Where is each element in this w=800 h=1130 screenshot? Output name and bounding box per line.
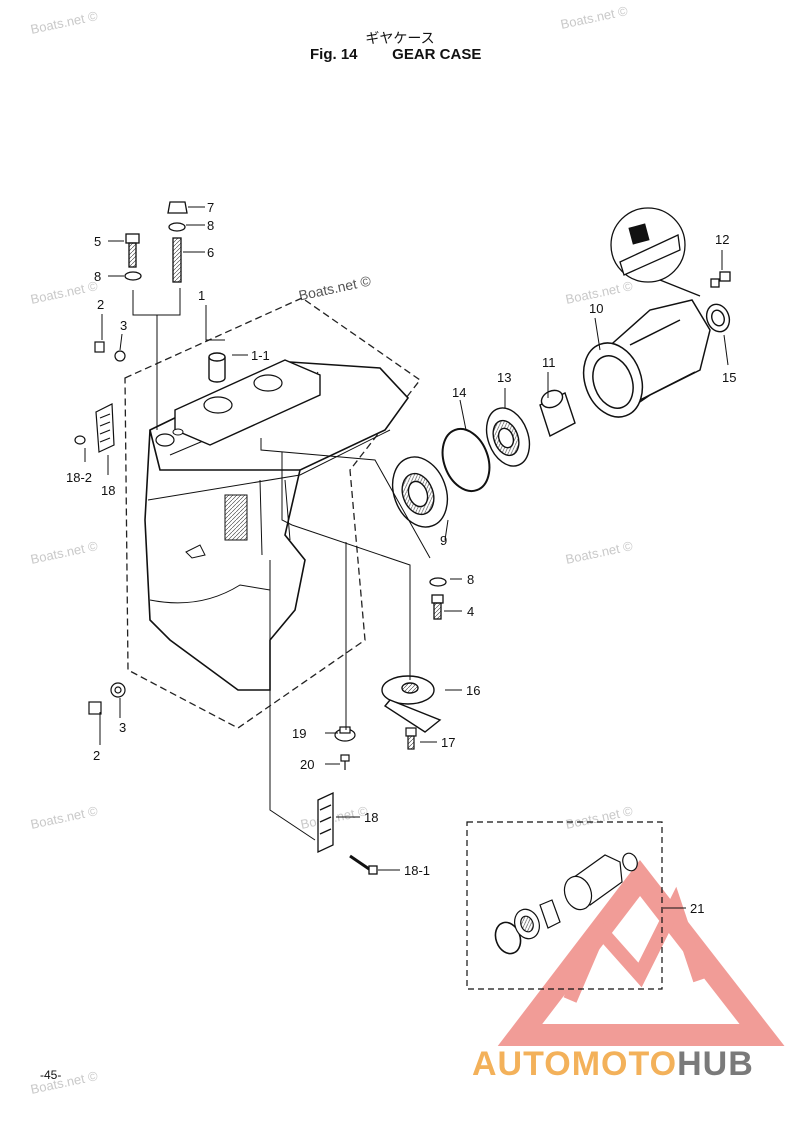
callout-1: 1 — [198, 288, 205, 303]
page-number: -45- — [40, 1068, 62, 1082]
callout-2: 2 — [93, 748, 100, 763]
callout-10: 10 — [589, 301, 603, 316]
part-washer-bolt-mid — [429, 577, 447, 620]
part-anode-lower — [317, 791, 378, 875]
figure-name: GEAR CASE — [392, 46, 482, 63]
callout-11: 11 — [542, 355, 556, 370]
part-oil-seal-15 — [705, 303, 731, 333]
part-clamp-19-20 — [334, 726, 356, 770]
callout-8: 8 — [467, 572, 474, 587]
callout-13: 13 — [497, 370, 511, 385]
callout-7: 7 — [207, 200, 214, 215]
callout-21: 21 — [690, 901, 704, 916]
callout-18: 18 — [364, 810, 378, 825]
part-needle-bearing-11 — [539, 389, 576, 438]
callout-6: 6 — [207, 245, 214, 260]
gear-case-assembly-boundary — [124, 297, 421, 729]
part-bolt-washer — [124, 233, 142, 281]
callout-3: 3 — [120, 318, 127, 333]
part-anode-left — [74, 403, 115, 453]
part-bolt-12 — [710, 271, 731, 288]
part-screw-washer-lower — [88, 682, 126, 715]
callout-14: 14 — [452, 385, 466, 400]
logo-part-auto: AUTO — [472, 1045, 572, 1083]
logo-triangle — [497, 859, 785, 1046]
callout-8: 8 — [207, 218, 214, 233]
callout-16: 16 — [466, 683, 480, 698]
callout-18: 18 — [101, 483, 115, 498]
gear-case-body — [144, 359, 410, 691]
callout-5: 5 — [94, 234, 101, 249]
kit-21-inset — [466, 821, 663, 990]
brand-logo: AUTOMOTOHUB — [472, 1045, 754, 1084]
callout-1-1: 1-1 — [251, 348, 270, 363]
logo-part-hub: HUB — [677, 1045, 754, 1083]
part-gasket-14 — [441, 428, 491, 492]
detail-inset-circle — [610, 207, 701, 297]
part-collar — [208, 352, 226, 383]
callout-17: 17 — [441, 735, 455, 750]
callout-2: 2 — [97, 297, 104, 312]
callout-labels: 7 8 6 5 8 1 2 3 1-1 18-2 18 14 13 11 10 … — [66, 200, 736, 916]
figure-title: Fig. 14 GEAR CASE — [310, 46, 481, 63]
logo-part-moto: MOTO — [571, 1045, 678, 1083]
part-propeller-shaft-housing-10 — [582, 299, 711, 418]
callout-15: 15 — [722, 370, 736, 385]
callout-4: 4 — [467, 604, 474, 619]
leader-lines — [84, 206, 729, 909]
callout-12: 12 — [715, 232, 729, 247]
callout-19: 19 — [292, 726, 306, 741]
title-japanese: ギヤケース — [365, 31, 435, 47]
callout-18-2: 18-2 — [66, 470, 92, 485]
callout-9: 9 — [440, 533, 447, 548]
callout-20: 20 — [300, 757, 314, 772]
part-bearing-9 — [391, 456, 449, 528]
callout-18-1: 18-1 — [404, 863, 430, 878]
part-stud-nut-washer — [167, 201, 188, 283]
part-bearing-13 — [485, 407, 531, 467]
part-trim-tab-16 — [381, 675, 442, 733]
part-bolt-17 — [405, 727, 417, 750]
callout-8: 8 — [94, 269, 101, 284]
callout-3: 3 — [119, 720, 126, 735]
part-screw-washer-upper — [94, 341, 126, 362]
figure-label: Fig. 14 — [310, 46, 358, 63]
